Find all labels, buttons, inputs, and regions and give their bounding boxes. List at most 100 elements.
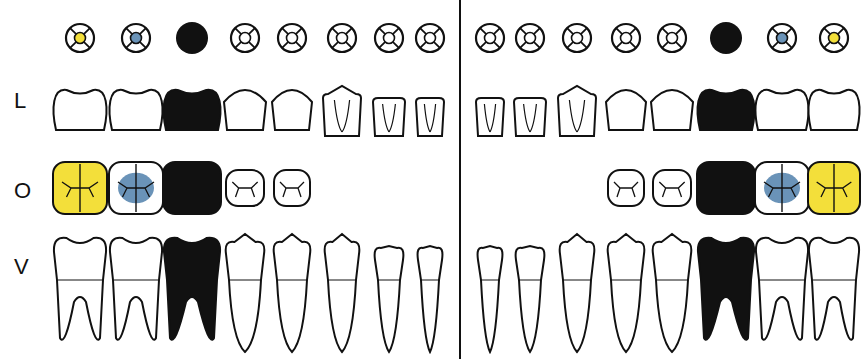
symbol-spoke — [70, 28, 76, 34]
fissure — [118, 182, 154, 197]
cervical-line — [813, 280, 855, 281]
lingual-crown — [808, 90, 859, 130]
symbol-spoke — [567, 28, 573, 34]
symbol-spoke — [126, 28, 132, 34]
tooth-outline — [226, 234, 265, 352]
symbol-spoke — [567, 42, 573, 48]
symbol-spoke — [332, 42, 338, 48]
symbol-core — [572, 33, 583, 44]
crown-outline — [755, 90, 808, 130]
tooth-symbol — [122, 24, 150, 52]
crown-ridge — [342, 100, 350, 132]
symbol-spoke — [676, 28, 682, 34]
buccal-row — [54, 234, 859, 352]
occlusal-outline — [808, 162, 860, 214]
fissure — [817, 182, 852, 197]
tooth-symbol — [231, 24, 259, 52]
symbol-spoke — [434, 42, 440, 48]
cervical-line — [519, 280, 541, 281]
symbol-ring — [231, 24, 259, 52]
crown-ridge — [430, 104, 436, 132]
symbol-spoke — [249, 42, 255, 48]
cervical-line — [421, 280, 439, 281]
symbol-ring — [563, 24, 591, 52]
tooth-symbol — [375, 24, 403, 52]
tooth-symbol — [516, 24, 544, 52]
symbol-spoke — [786, 42, 792, 48]
symbol-ring — [375, 24, 403, 52]
symbol-spoke — [772, 28, 778, 34]
crown-outline — [53, 90, 106, 130]
occlusal-surface — [653, 170, 691, 206]
tooth-symbol — [328, 24, 356, 52]
cervical-line — [611, 280, 641, 281]
crown-ridge — [530, 104, 536, 132]
tooth-outline — [809, 238, 859, 340]
occlusal-surface — [163, 162, 221, 214]
tooth-profile — [698, 238, 754, 340]
crown-ridge — [383, 104, 389, 132]
symbol-ring — [516, 24, 544, 52]
tooth-outline — [375, 246, 404, 352]
cervical-line — [656, 280, 688, 281]
symbol-spoke — [282, 42, 288, 48]
crown-outline — [476, 98, 504, 136]
symbol-spoke — [581, 42, 587, 48]
symbol-ring — [612, 24, 640, 52]
tooth-profile — [653, 234, 692, 352]
symbol-spoke — [393, 28, 399, 34]
tooth-profile — [226, 234, 265, 352]
symbol-ring — [658, 24, 686, 52]
symbol-spoke — [70, 42, 76, 48]
symbol-core — [240, 33, 251, 44]
crown-ridge — [424, 104, 430, 132]
symbol-spoke — [616, 42, 622, 48]
row-label: V — [14, 256, 29, 278]
occlusal-surface — [274, 170, 310, 206]
cervical-line — [114, 280, 158, 281]
symbol-core — [384, 33, 395, 44]
symbol-spoke — [494, 42, 500, 48]
cervical-line — [563, 280, 591, 281]
lingual-crown — [272, 90, 312, 130]
fissure — [614, 182, 638, 197]
occlusal-outline — [53, 162, 107, 214]
occlusal-surface — [608, 170, 644, 206]
tooth-profile — [560, 234, 595, 352]
crown-outline — [514, 98, 546, 136]
tooth-profile — [274, 234, 311, 352]
occlusal-surface — [53, 162, 107, 214]
fissure — [659, 182, 684, 197]
cervical-line — [378, 280, 400, 281]
occlusal-outline — [608, 170, 644, 206]
symbol-ring — [328, 24, 356, 52]
fissure — [62, 182, 98, 197]
crown-ridge — [577, 100, 585, 132]
symbol-ring — [122, 24, 150, 52]
symbol-spoke — [662, 42, 668, 48]
symbol-spoke — [772, 42, 778, 48]
symbol-spoke — [786, 28, 792, 34]
symbol-spoke — [838, 28, 844, 34]
symbol-core — [287, 33, 298, 44]
symbol-spoke — [630, 28, 636, 34]
symbol-spoke — [235, 42, 241, 48]
tooth-profile — [516, 246, 545, 352]
symbol-spoke — [296, 28, 302, 34]
tooth-symbol — [278, 24, 306, 52]
occlusal-surface — [697, 162, 755, 214]
tooth-outline — [54, 238, 106, 340]
symbol-spoke — [581, 28, 587, 34]
crown-outline — [224, 90, 266, 130]
cervical-line — [229, 280, 261, 281]
symbol-ring — [66, 24, 94, 52]
tooth-profile — [110, 238, 162, 340]
symbol-spoke — [662, 28, 668, 34]
tooth-symbol — [820, 24, 848, 52]
tooth-outline — [756, 238, 808, 340]
tooth-outline — [560, 234, 595, 352]
tooth-profile — [756, 238, 808, 340]
occlusal-outline — [226, 170, 264, 206]
